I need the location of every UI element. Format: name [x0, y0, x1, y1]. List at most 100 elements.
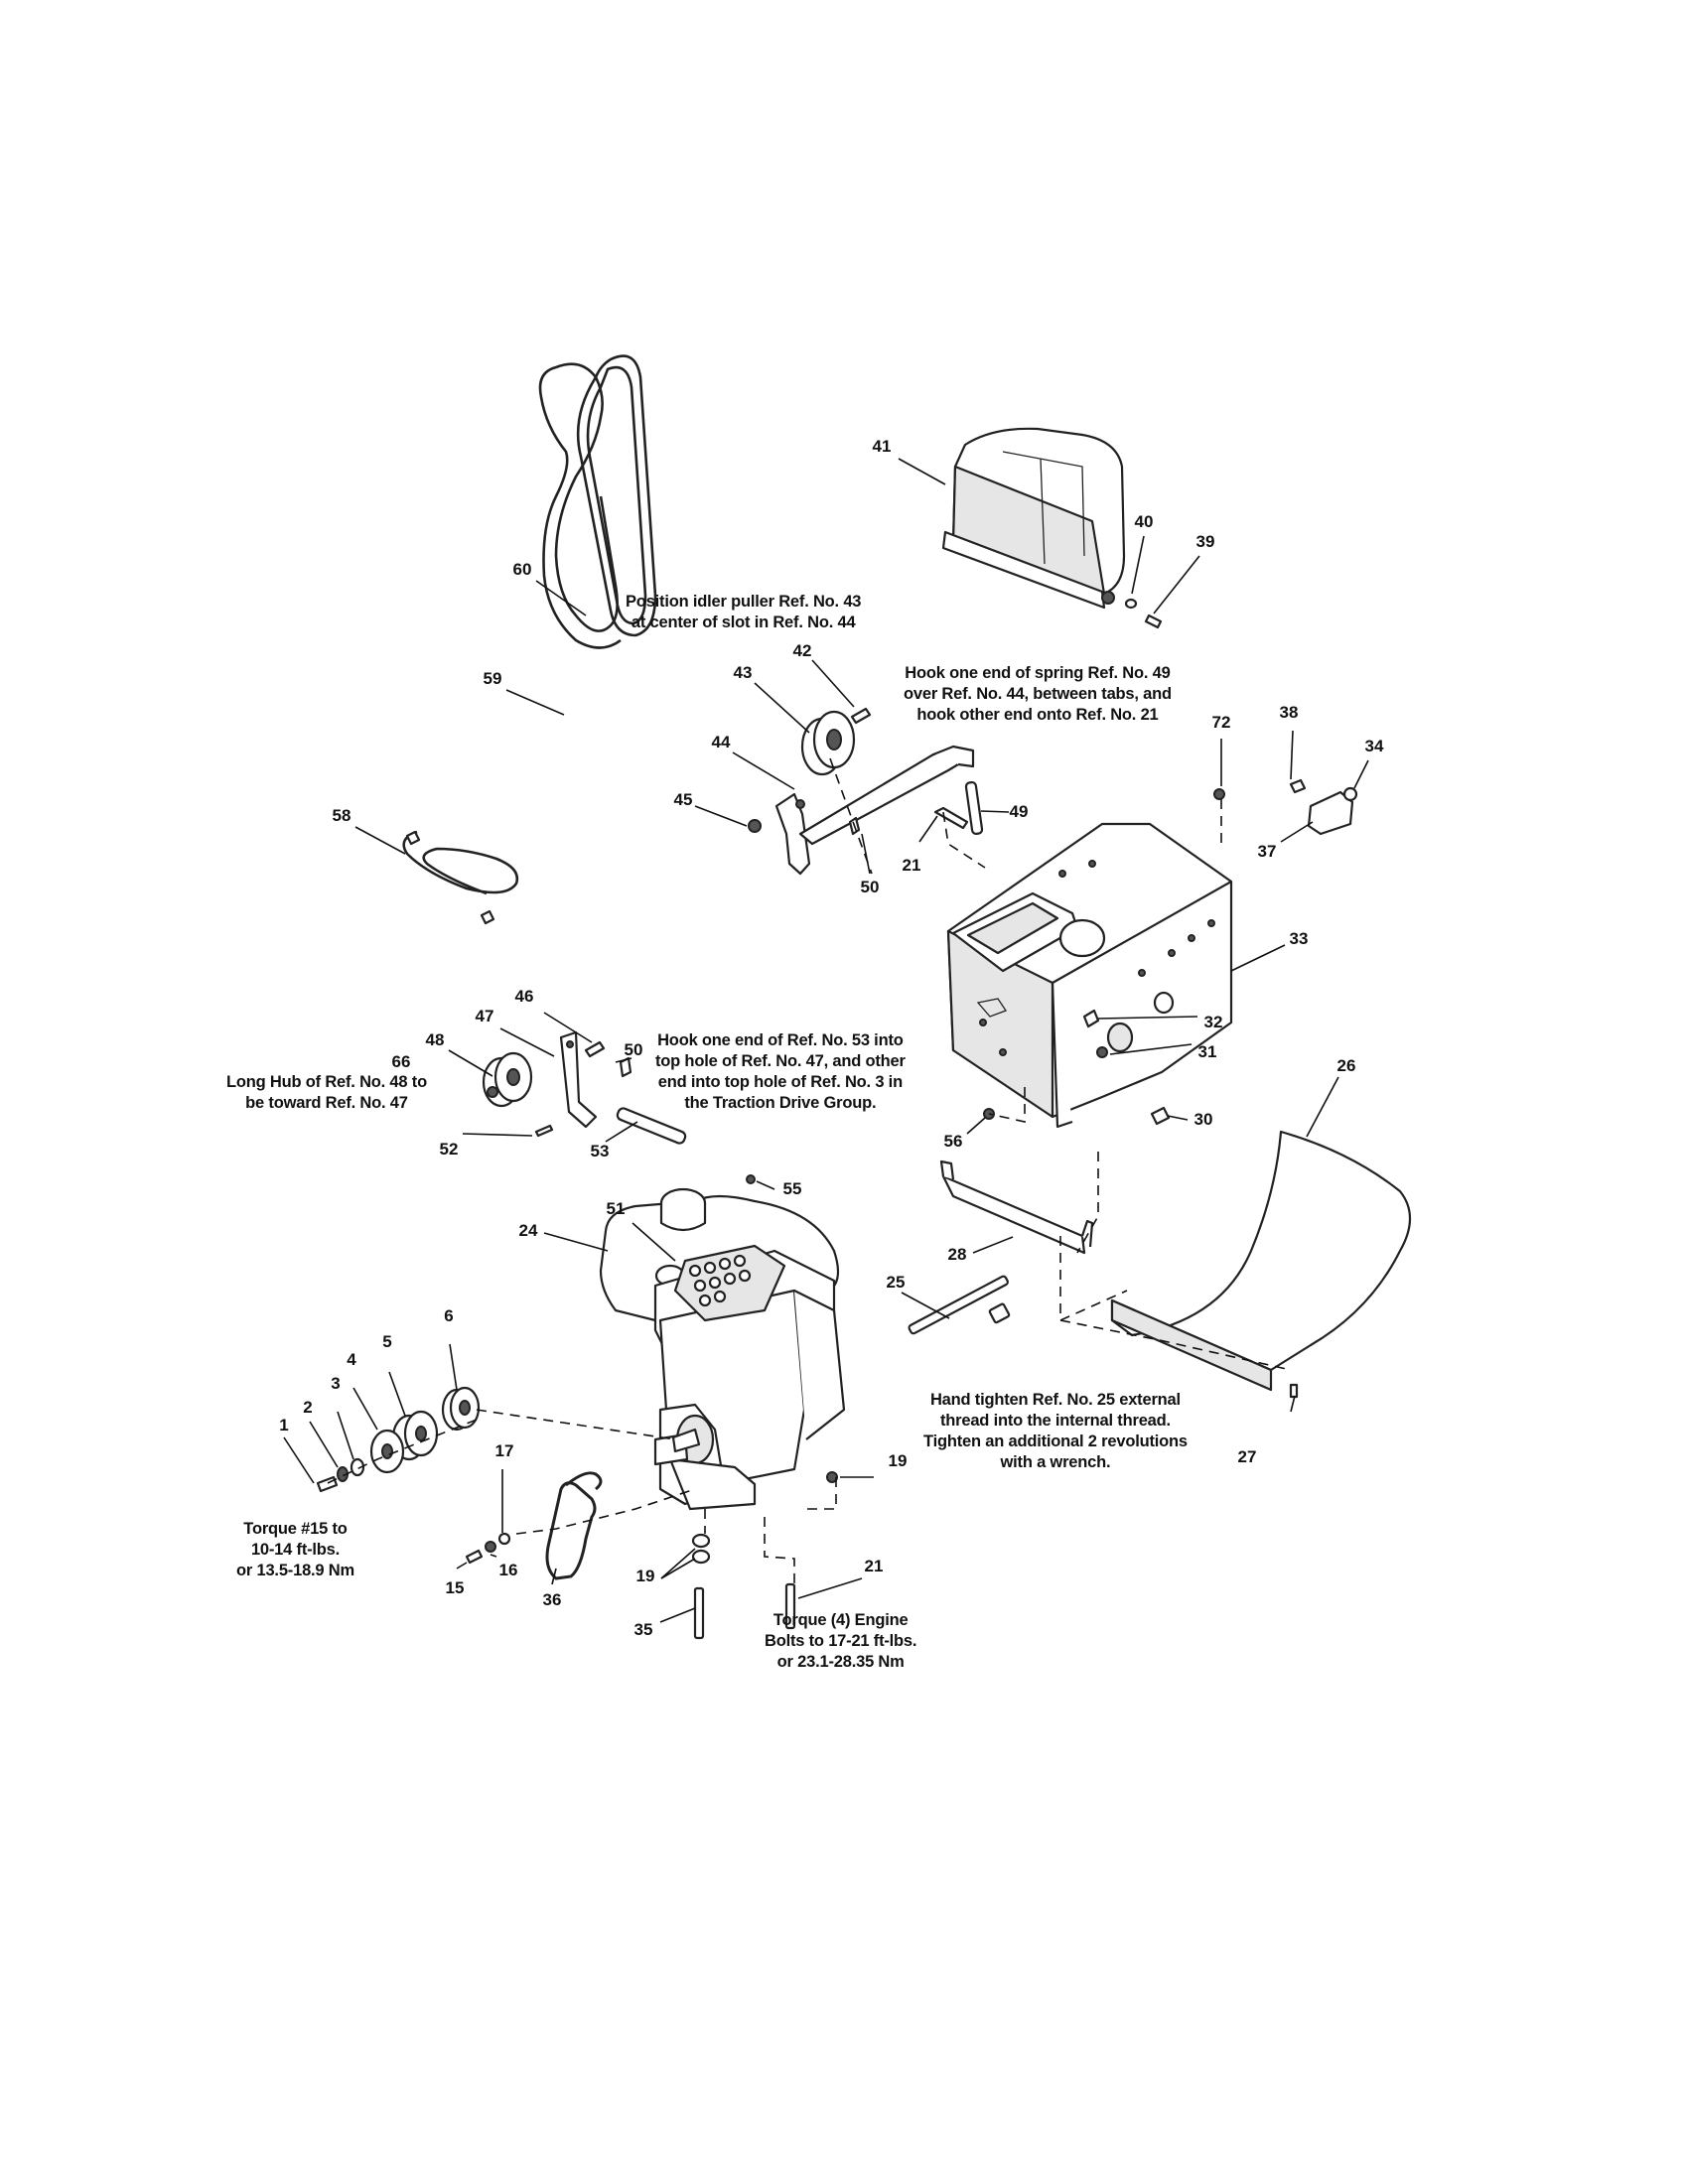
washer-part-17 — [497, 1532, 511, 1546]
callout-1: 1 — [279, 1416, 289, 1434]
callout-56: 56 — [943, 1132, 963, 1151]
screw-part-55 — [746, 1174, 756, 1184]
callout-59: 59 — [483, 669, 502, 688]
callout-50-lower: 50 — [624, 1040, 643, 1059]
nut-part-19-lower — [691, 1533, 711, 1565]
callout-6: 6 — [444, 1306, 454, 1325]
crankshaft — [671, 1428, 701, 1453]
callout-55: 55 — [782, 1179, 802, 1198]
callout-72: 72 — [1211, 713, 1231, 732]
screw-part-39 — [1144, 614, 1163, 629]
callout-40: 40 — [1134, 512, 1154, 531]
callout-24: 24 — [518, 1221, 538, 1240]
decal-part-51 — [673, 1244, 786, 1322]
leader-lines — [283, 458, 1369, 1623]
callout-50-upper: 50 — [860, 878, 880, 896]
idler-arm-part-44 — [774, 745, 975, 876]
belt-part-59 — [538, 362, 622, 649]
nut-part-31 — [1096, 1046, 1108, 1058]
callout-41: 41 — [872, 437, 892, 456]
callout-36: 36 — [542, 1590, 562, 1609]
callout-58: 58 — [332, 806, 351, 825]
callout-5: 5 — [382, 1332, 392, 1351]
nut-part-66 — [487, 1086, 498, 1098]
callout-42: 42 — [792, 641, 812, 660]
nut-part-72 — [1213, 788, 1225, 800]
assembly-dashed-lines — [327, 757, 1292, 1588]
washer-part-16 — [485, 1541, 496, 1553]
belt-cover-part-41 — [941, 427, 1126, 610]
callout-21-upper: 21 — [902, 856, 921, 875]
callout-28: 28 — [947, 1245, 967, 1264]
callout-19-right: 19 — [888, 1451, 908, 1470]
bracket-part-37 — [1307, 790, 1354, 836]
bolt-part-42 — [850, 707, 872, 725]
rod-part-25 — [908, 1275, 1011, 1335]
callout-30: 30 — [1193, 1110, 1213, 1129]
callout-38: 38 — [1279, 703, 1299, 722]
callout-66: 66 — [391, 1052, 411, 1071]
callout-48: 48 — [425, 1030, 445, 1049]
callout-60: 60 — [512, 560, 532, 579]
engine-part-24 — [599, 1187, 846, 1511]
callout-35: 35 — [633, 1620, 653, 1639]
pulley-part-48 — [482, 1051, 533, 1108]
callout-53: 53 — [590, 1142, 610, 1160]
nut-part-45 — [748, 819, 762, 833]
washer-part-3 — [350, 1457, 365, 1477]
pulley-part-6 — [441, 1386, 481, 1432]
bolt-part-1 — [316, 1475, 339, 1493]
callout-49: 49 — [1009, 802, 1029, 821]
bolt-part-21-upper — [933, 806, 969, 830]
idler-pulley-part-43 — [800, 710, 856, 776]
washer-part-40 — [1124, 598, 1138, 610]
pulley-part-4 — [369, 1429, 405, 1474]
callout-16: 16 — [498, 1561, 518, 1579]
spring-part-53 — [616, 1107, 687, 1145]
callout-43: 43 — [733, 663, 753, 682]
callout-52: 52 — [439, 1140, 459, 1159]
bolt-part-38 — [1289, 778, 1307, 794]
callout-4: 4 — [347, 1350, 356, 1369]
callout-21-lower: 21 — [864, 1557, 884, 1575]
screw-part-27 — [1289, 1383, 1299, 1399]
callout-39: 39 — [1195, 532, 1215, 551]
callout-37: 37 — [1257, 842, 1277, 861]
callout-26: 26 — [1336, 1056, 1356, 1075]
callout-31: 31 — [1197, 1042, 1217, 1061]
callout-51: 51 — [606, 1199, 626, 1218]
callout-3: 3 — [331, 1374, 341, 1393]
callout-17: 17 — [494, 1441, 514, 1460]
callout-2: 2 — [303, 1398, 313, 1417]
cable-part-58 — [402, 830, 519, 925]
callout-25: 25 — [886, 1273, 906, 1292]
callout-47: 47 — [475, 1007, 494, 1025]
bracket-part-28 — [939, 1160, 1094, 1255]
callout-15: 15 — [445, 1578, 465, 1597]
callout-44: 44 — [711, 733, 731, 751]
callout-32: 32 — [1203, 1013, 1223, 1031]
frame-part-33 — [946, 822, 1233, 1129]
clip-part-32 — [1082, 1009, 1100, 1028]
bolt-part-30 — [1150, 1106, 1171, 1126]
callout-46: 46 — [514, 987, 534, 1006]
bolt-part-15 — [465, 1549, 484, 1565]
nut-part-19-right — [826, 1471, 838, 1483]
bolt-part-35 — [693, 1586, 705, 1640]
pin-part-52 — [534, 1124, 554, 1138]
handle-part-36 — [545, 1471, 603, 1580]
spring-part-49 — [964, 780, 984, 836]
callout-34: 34 — [1364, 737, 1384, 755]
callout-45: 45 — [673, 790, 693, 809]
callout-19-lower: 19 — [635, 1567, 655, 1585]
nut-part-34 — [1342, 786, 1358, 802]
pulley-part-5 — [391, 1410, 439, 1461]
